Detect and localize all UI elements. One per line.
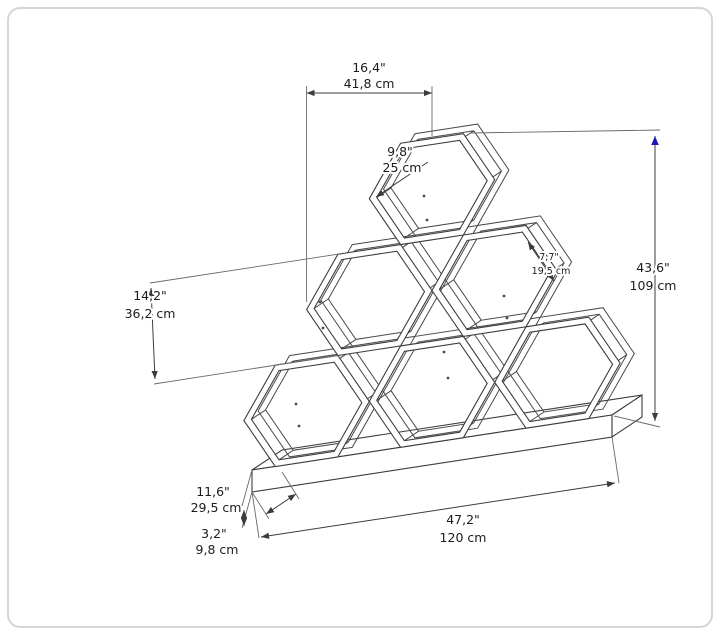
dim-line-inner-edge [527, 241, 555, 282]
pin-hole [422, 194, 426, 198]
dim-line-shelf-depth [375, 161, 429, 198]
image-border [7, 7, 713, 628]
honeycomb-cells [243, 123, 635, 468]
dim-inner-edge-cm: 19,5 cm [532, 266, 571, 277]
ext-line-hex-height [149, 253, 338, 385]
pin-hole [505, 316, 509, 320]
dim-base-height-cm: 9,8 cm [196, 542, 239, 557]
ext-line-total-height [469, 129, 661, 428]
pin-hole [502, 294, 506, 298]
dim-inner-edge-inches: 7,7" [539, 252, 558, 263]
dimension-annotations: 16,4" 41,8 cm 9,8" 25 cm 14,2" 36,2 cm 7… [123, 58, 679, 559]
dim-hex-height-cm: 36,2 cm [125, 306, 176, 321]
dim-line-hex-height [148, 287, 158, 380]
pin-hole [446, 376, 450, 380]
dim-total-height-cm: 109 cm [630, 278, 677, 293]
dim-line-total-width [260, 481, 616, 539]
pin-hole [442, 350, 446, 354]
hex-depth-edges [313, 241, 439, 350]
hex-outer-back [382, 123, 510, 236]
dim-shelf-depth-inches: 9,8" [387, 144, 413, 159]
dim-total-height-inches: 43,6" [636, 260, 670, 275]
dim-line-base-depth [265, 493, 297, 515]
pin-hole [297, 424, 301, 428]
dim-hex-height-inches: 14,2" [133, 288, 167, 303]
pin-hole [321, 326, 325, 330]
dim-total-width-cm: 120 cm [440, 530, 487, 545]
dim-base-height-inches: 3,2" [201, 526, 227, 541]
hex-cell-ring [368, 133, 496, 246]
ext-line-total-width [251, 436, 620, 539]
ext-line-hex-width [306, 86, 433, 302]
dim-base-depth-cm: 29,5 cm [191, 500, 242, 515]
pin-hole [318, 300, 322, 304]
dim-hex-width-inches: 16,4" [352, 60, 386, 75]
dim-total-width-inches: 47,2" [446, 512, 480, 527]
pin-hole [425, 218, 429, 222]
shelf-pin-holes [294, 194, 509, 428]
pin-hole [294, 402, 298, 406]
dim-hex-width-cm: 41,8 cm [344, 76, 395, 91]
shelf-base [251, 393, 643, 493]
dim-base-depth-inches: 11,6" [196, 484, 230, 499]
dim-shelf-depth-cm: 25 cm [383, 160, 422, 175]
